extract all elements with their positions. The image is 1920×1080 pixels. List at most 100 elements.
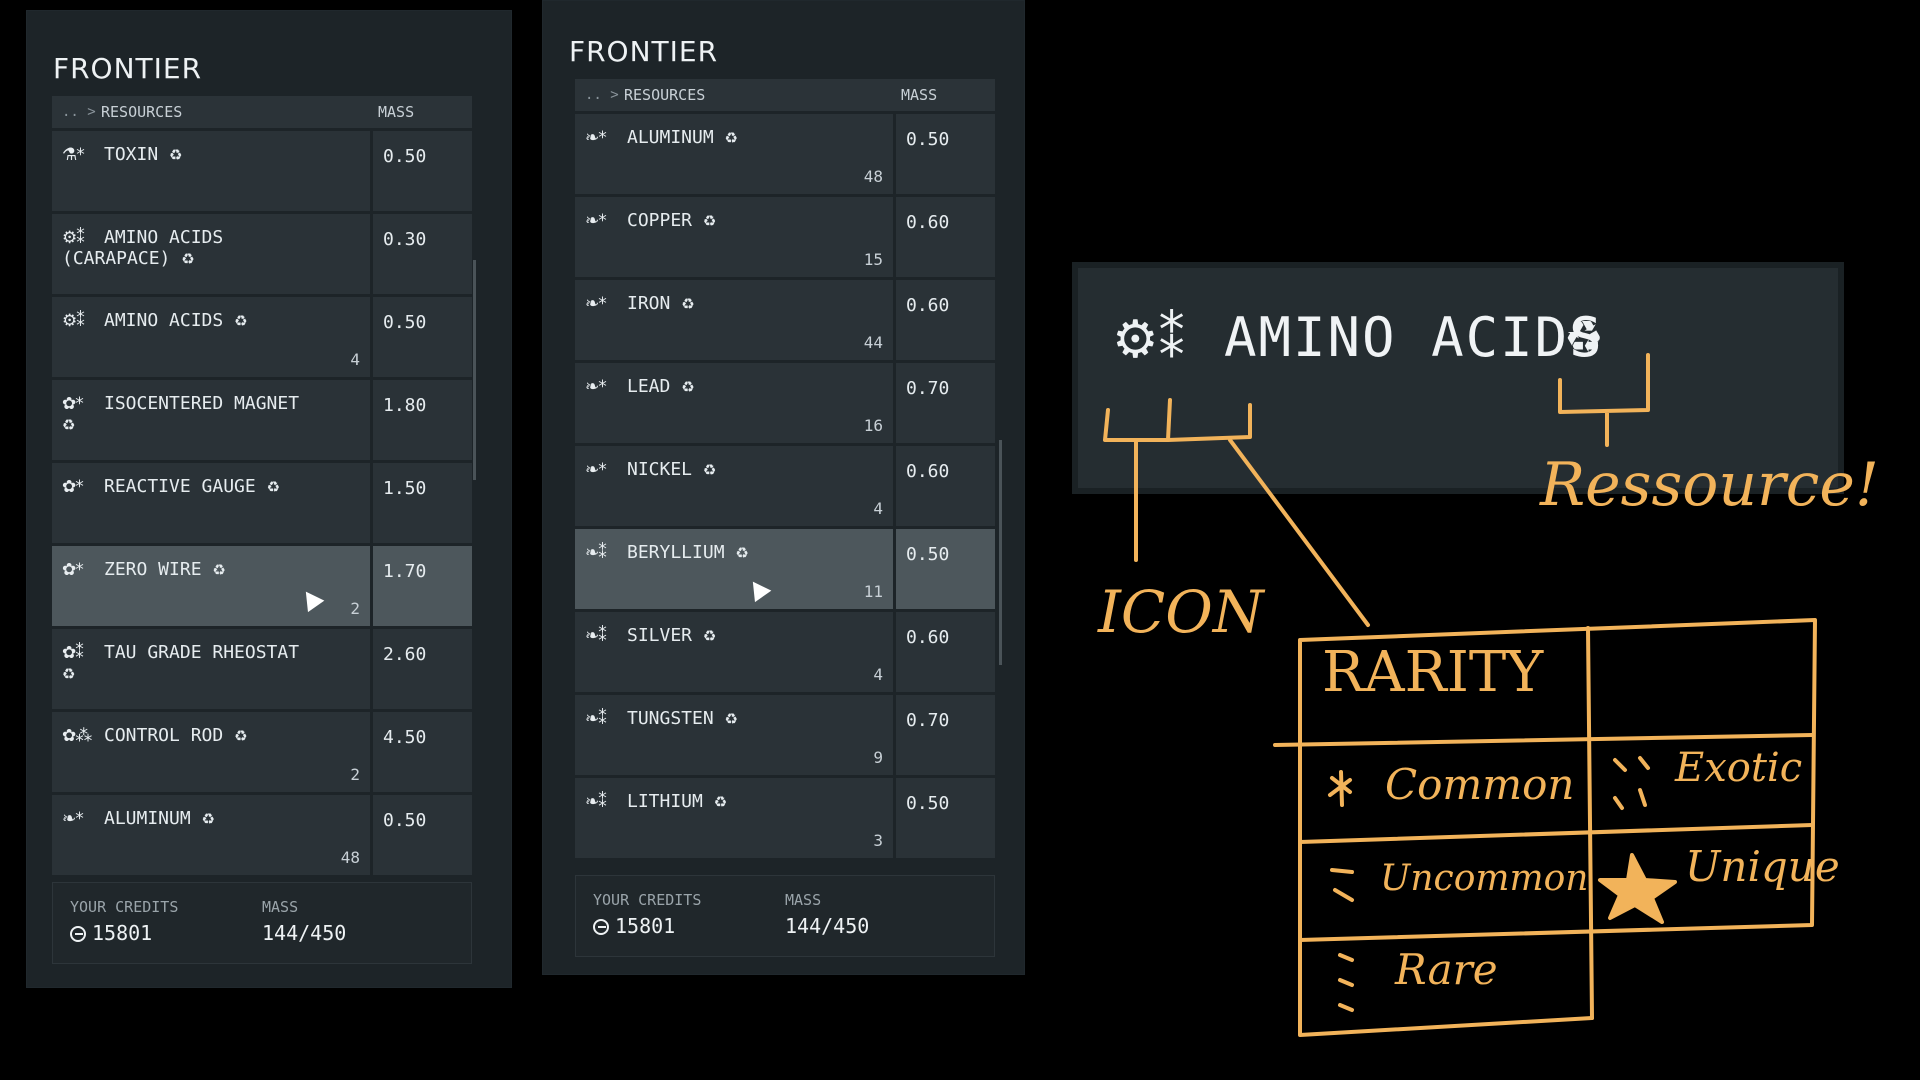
list-item[interactable]: ❧⁑BERYLLIUM ♻11 0.50 xyxy=(575,529,995,609)
rarity-icon: ⚙⁑ xyxy=(62,228,85,248)
item-name-cell[interactable]: ❧⁑BERYLLIUM ♻11 xyxy=(575,529,893,609)
column-resources[interactable]: RESOURCES xyxy=(624,86,706,104)
rarity-icon: ❧* xyxy=(585,294,607,314)
rarity-icon: ❧⁑ xyxy=(585,709,607,729)
item-name-cell[interactable]: ❧*NICKEL ♻4 xyxy=(575,446,893,526)
item-mass-cell[interactable]: 0.50 xyxy=(373,795,472,875)
item-mass-cell[interactable]: 0.50 xyxy=(896,529,995,609)
credits-icon xyxy=(593,919,609,935)
recycle-icon: ♻ xyxy=(234,727,248,745)
item-name-cell[interactable]: ❧*COPPER ♻15 xyxy=(575,197,893,277)
icon-bracket xyxy=(1103,398,1252,442)
item-name-cell[interactable]: ❧⁑SILVER ♻4 xyxy=(575,612,893,692)
item-name-cell[interactable]: ❧⁑ TUNGSTEN ♻ 9 xyxy=(575,695,893,775)
item-name: COPPER ♻ xyxy=(627,210,882,232)
item-mass-cell[interactable]: 0.60 xyxy=(896,197,995,277)
item-mass: 0.50 xyxy=(906,544,950,565)
item-name-cell[interactable]: ❧*ALUMINUM ♻48 xyxy=(575,114,893,194)
item-mass-cell[interactable]: 4.50 xyxy=(373,712,472,792)
list-item[interactable]: ⚙⁑AMINO ACIDS (CARAPACE) ♻0.30 xyxy=(52,214,472,294)
item-name: CONTROL ROD ♻ xyxy=(104,725,359,747)
list-item[interactable]: ❧⁑ TUNGSTEN ♻ 9 0.70 xyxy=(575,695,995,775)
item-count: 4 xyxy=(873,665,883,684)
item-name-cell[interactable]: ❧*IRON ♻44 xyxy=(575,280,893,360)
rarity-icon: ⚗* xyxy=(62,145,85,165)
breadcrumb[interactable]: .. > xyxy=(62,104,96,120)
item-name: AMINO ACIDS ♻ xyxy=(104,310,359,332)
item-count: 4 xyxy=(350,350,360,369)
item-count: 16 xyxy=(863,416,883,435)
list-item[interactable]: ⚗*TOXIN ♻0.50 xyxy=(52,131,472,211)
item-mass: 0.50 xyxy=(383,312,427,333)
item-name: SILVER ♻ xyxy=(627,625,882,647)
rarity-icon: ✿* xyxy=(62,560,84,580)
rarity-icon: ❧* xyxy=(585,460,607,480)
item-mass-cell[interactable]: 1.50 xyxy=(373,463,472,543)
credits-icon xyxy=(70,926,86,942)
item-mass-cell[interactable]: 0.60 xyxy=(896,612,995,692)
list-item[interactable]: ✿⁑TAU GRADE RHEOSTAT ♻2.60 xyxy=(52,629,472,709)
item-mass-cell[interactable]: 0.50 xyxy=(373,131,472,211)
column-mass[interactable]: MASS xyxy=(378,103,415,121)
recycle-icon: ♻ xyxy=(724,710,738,728)
list-item[interactable]: ✿*ISOCENTERED MAGNET ♻1.80 xyxy=(52,380,472,460)
column-resources[interactable]: RESOURCES xyxy=(101,103,183,121)
scrollbar[interactable] xyxy=(473,260,476,480)
column-mass[interactable]: MASS xyxy=(901,86,938,104)
item-name-cell[interactable]: ❧*LEAD ♻16 xyxy=(575,363,893,443)
item-name-cell[interactable]: ✿*ISOCENTERED MAGNET ♻ xyxy=(52,380,370,460)
list-item[interactable]: ✿*REACTIVE GAUGE ♻1.50 xyxy=(52,463,472,543)
item-mass-cell[interactable]: 0.70 xyxy=(896,695,995,775)
item-mass: 0.60 xyxy=(906,295,950,316)
item-name-text: AMINO ACIDS xyxy=(104,310,224,331)
item-name-cell[interactable]: ⚙⁑AMINO ACIDS ♻4 xyxy=(52,297,370,377)
item-mass-cell[interactable]: 0.60 xyxy=(896,280,995,360)
item-mass-cell[interactable]: 0.30 xyxy=(373,214,472,294)
item-mass-cell[interactable]: 1.80 xyxy=(373,380,472,460)
recycle-icon: ♻ xyxy=(212,561,226,579)
item-name-cell[interactable]: ✿*ZERO WIRE ♻2 xyxy=(52,546,370,626)
rarity-icon: ❧* xyxy=(585,211,607,231)
item-name: TUNGSTEN ♻ xyxy=(627,708,882,730)
recycle-icon: ♻ xyxy=(681,295,695,313)
recycle-icon: ♻ xyxy=(181,250,195,268)
item-count: 9 xyxy=(873,748,883,767)
item-name-text: IRON xyxy=(627,293,671,314)
rarity-icon: ❧⁑ xyxy=(585,792,607,812)
recycle-icon: ♻ xyxy=(702,461,717,479)
item-mass-cell[interactable]: 0.50 xyxy=(896,778,995,858)
item-name-cell[interactable]: ✿*REACTIVE GAUGE ♻ xyxy=(52,463,370,543)
list-item[interactable]: ❧⁑LITHIUM ♻3 0.50 xyxy=(575,778,995,858)
item-name: REACTIVE GAUGE ♻ xyxy=(104,476,359,498)
zoomed-item-label: ⚙⁑ AMINO ACIDS ♻ xyxy=(1072,262,1844,494)
item-name-cell[interactable]: ✿⁂CONTROL ROD ♻2 xyxy=(52,712,370,792)
scrollbar[interactable] xyxy=(999,440,1002,665)
resource-list: .. > RESOURCES MASS ⚗*TOXIN ♻0.50⚙⁑AMINO… xyxy=(52,96,472,875)
item-name-text: TOXIN xyxy=(104,144,159,165)
item-mass-cell[interactable]: 0.50 xyxy=(896,114,995,194)
item-mass-cell[interactable]: 1.70 xyxy=(373,546,472,626)
item-mass-cell[interactable]: 2.60 xyxy=(373,629,472,709)
annotation-rare: Rare xyxy=(1395,945,1498,994)
list-header: .. > RESOURCES MASS xyxy=(52,96,472,128)
item-name-cell[interactable]: ✿⁑TAU GRADE RHEOSTAT ♻ xyxy=(52,629,370,709)
item-mass-cell[interactable]: 0.70 xyxy=(896,363,995,443)
item-mass-cell[interactable]: 0.60 xyxy=(896,446,995,526)
item-name-cell[interactable]: ⚗*TOXIN ♻ xyxy=(52,131,370,211)
item-name-cell[interactable]: ⚙⁑AMINO ACIDS (CARAPACE) ♻ xyxy=(52,214,370,294)
item-name-cell[interactable]: ❧⁑LITHIUM ♻3 xyxy=(575,778,893,858)
item-mass: 0.50 xyxy=(906,793,950,814)
breadcrumb[interactable]: .. > xyxy=(585,87,619,103)
item-name-cell[interactable]: ❧*ALUMINUM ♻48 xyxy=(52,795,370,875)
item-mass-cell[interactable]: 0.50 xyxy=(373,297,472,377)
